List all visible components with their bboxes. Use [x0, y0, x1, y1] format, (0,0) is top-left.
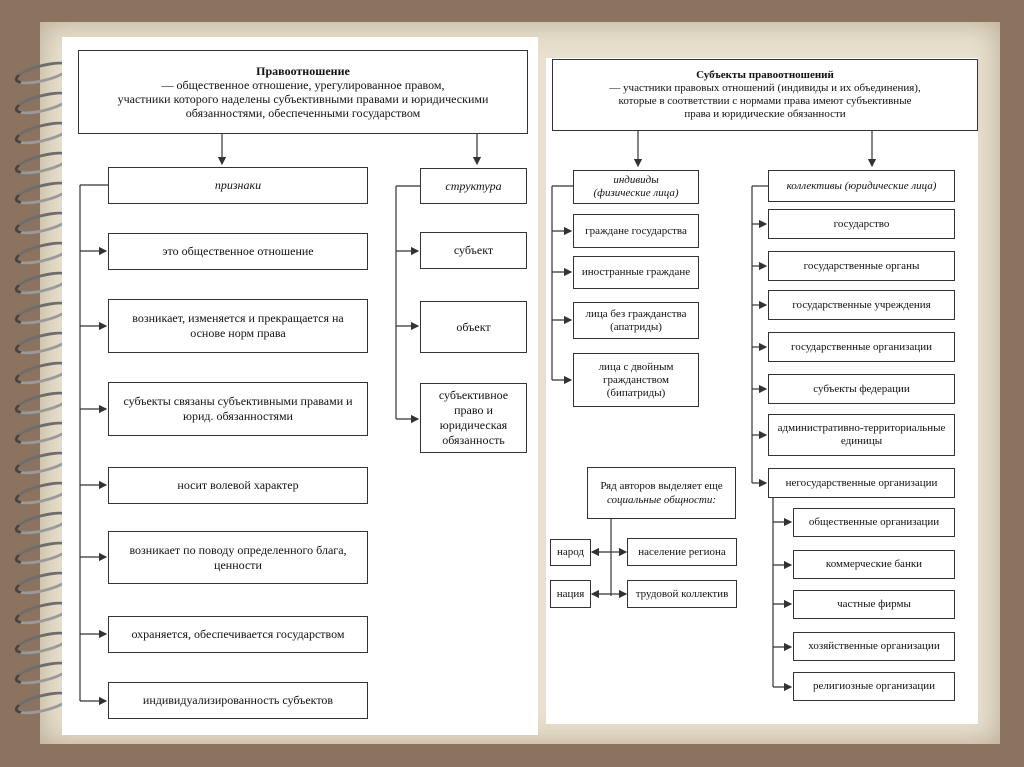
features-header-box: признаки — [108, 167, 368, 204]
individuals-header-box: индивиды (физические лица) — [573, 170, 699, 204]
individual-box: лица без гражданства (апатриды) — [573, 302, 699, 339]
feature-box: возникает по поводу определенного блага,… — [108, 531, 368, 584]
collective-box: административно-территориальные единицы — [768, 414, 955, 456]
feature-box: индивидуализированность субъектов — [108, 682, 368, 719]
structure-box: объект — [420, 301, 527, 353]
collective-box: государственные организации — [768, 332, 955, 362]
collective-box: государственные учреждения — [768, 290, 955, 320]
definition-line: права и юридические обязанности — [684, 108, 846, 120]
collective-box: государство — [768, 209, 955, 239]
definition-line: участники которого наделены субъективным… — [117, 92, 489, 106]
social-communities-box: Ряд авторов выделяет еще социальные общн… — [587, 467, 736, 519]
nongov-org-box: коммерческие банки — [793, 550, 955, 579]
collectives-header-box: коллективы (юридические лица) — [768, 170, 955, 202]
social-region-box: население региона — [627, 538, 737, 566]
individual-box: иностранные граждане — [573, 256, 699, 289]
individuals-header-line: индивиды — [613, 174, 659, 186]
collective-box: субъекты федерации — [768, 374, 955, 404]
definition-line: обязанностями, обеспеченными государство… — [185, 106, 421, 120]
social-communities-line: социальные общности: — [606, 494, 717, 506]
subjects-definition-box: Субъекты правоотношений — участники прав… — [552, 59, 978, 131]
collective-box: негосударственные организации — [768, 468, 955, 498]
feature-box: возникает, изменяется и прекращается на … — [108, 299, 368, 353]
nongov-org-box: общественные организации — [793, 508, 955, 537]
definition-line: — общественное отношение, урегулированно… — [161, 78, 445, 92]
nongov-org-box: частные фирмы — [793, 590, 955, 619]
legal-relationship-title: Правоотношение — [256, 64, 350, 78]
feature-box: охраняется, обеспечивается государством — [108, 616, 368, 653]
social-nation-box: нация — [550, 580, 591, 608]
feature-box: это общественное отношение — [108, 233, 368, 270]
individual-box: граждане государства — [573, 214, 699, 248]
legal-relationship-definition-box: Правоотношение — общественное отношение,… — [78, 50, 528, 134]
nongov-org-box: религиозные организации — [793, 672, 955, 701]
definition-line: которые в соответствии с нормами права и… — [618, 95, 912, 107]
feature-box: субъекты связаны субъективными правами и… — [108, 382, 368, 436]
individuals-header-line: (физические лица) — [593, 187, 679, 199]
nongov-org-box: хозяйственные организации — [793, 632, 955, 661]
definition-line: — участники правовых отношений (индивиды… — [609, 82, 921, 94]
social-communities-line: Ряд авторов выделяет еще — [600, 480, 723, 492]
individual-box: лица с двойным гражданством (бипатриды) — [573, 353, 699, 407]
structure-box: субъективное право и юридическая обязанн… — [420, 383, 527, 453]
feature-box: носит волевой характер — [108, 467, 368, 504]
structure-header-box: структура — [420, 168, 527, 204]
structure-box: субъект — [420, 232, 527, 269]
subjects-title: Субъекты правоотношений — [696, 69, 834, 81]
social-workforce-box: трудовой коллектив — [627, 580, 737, 608]
collective-box: государственные органы — [768, 251, 955, 281]
social-people-box: народ — [550, 539, 591, 566]
